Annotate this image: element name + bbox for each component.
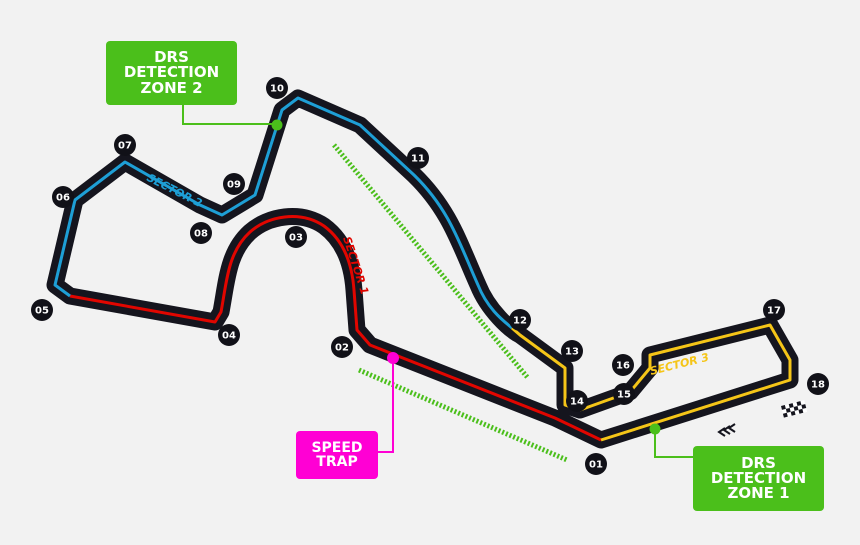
drs-1-line-3: ZONE 1 (727, 484, 790, 503)
svg-text:15: 15 (617, 390, 631, 401)
corner-marker-01: 01 (585, 453, 607, 475)
speed-trap-connector (378, 358, 394, 453)
svg-text:11: 11 (411, 154, 425, 165)
drs-1-line-2: DETECTION (710, 468, 807, 487)
drs-1-connector (654, 430, 693, 458)
corner-marker-11: 11 (407, 147, 429, 169)
speed-trap-line-2: TRAP (316, 454, 358, 470)
drs-dotted-zone-main (332, 143, 530, 380)
corner-marker-03: 03 (285, 226, 307, 248)
corner-marker-07: 07 (114, 134, 136, 156)
svg-text:04: 04 (222, 331, 236, 342)
corner-marker-15: 15 (613, 383, 635, 405)
direction-chevrons-icon (717, 423, 736, 437)
svg-text:18: 18 (811, 380, 825, 391)
svg-text:02: 02 (335, 343, 349, 354)
svg-text:08: 08 (194, 229, 208, 240)
corner-marker-16: 16 (612, 354, 634, 376)
corner-markers: 01 02 03 04 05 06 07 08 09 10 11 12 13 1… (31, 77, 829, 475)
drs-2-line-1: DRS (154, 48, 189, 67)
svg-text:05: 05 (35, 306, 49, 317)
corner-marker-06: 06 (52, 186, 74, 208)
speed-trap-line-1: SPEED (311, 439, 363, 456)
svg-text:01: 01 (589, 460, 603, 471)
svg-text:10: 10 (270, 84, 284, 95)
drs-1-detection-point (649, 423, 661, 435)
svg-text:03: 03 (289, 233, 303, 244)
svg-text:09: 09 (227, 180, 241, 191)
speed-trap-label: SPEED TRAP (296, 431, 378, 479)
corner-marker-18: 18 (807, 373, 829, 395)
svg-text:14: 14 (570, 397, 584, 408)
drs-detection-zone-2-label: DRS DETECTION ZONE 2 (106, 41, 237, 105)
sector-2-line (53, 96, 513, 330)
corner-marker-12: 12 (509, 309, 531, 331)
sector-1-line (69, 215, 602, 442)
corner-marker-10: 10 (266, 77, 288, 99)
svg-text:07: 07 (118, 141, 132, 152)
svg-text:12: 12 (513, 316, 527, 327)
drs-1-line-1: DRS (741, 453, 776, 472)
corner-marker-17: 17 (763, 299, 785, 321)
svg-text:06: 06 (56, 193, 70, 204)
speed-trap-point (387, 352, 399, 364)
drs-2-detection-point (271, 119, 283, 131)
sector-3-line (511, 323, 792, 442)
corner-marker-05: 05 (31, 299, 53, 321)
corner-marker-04: 04 (218, 324, 240, 346)
svg-text:17: 17 (767, 306, 781, 317)
drs-2-line-3: ZONE 2 (140, 78, 203, 97)
sector-2-label: SECTOR 2 (145, 171, 205, 210)
drs-detection-zone-1-label: DRS DETECTION ZONE 1 (693, 446, 824, 511)
drs-2-line-2: DETECTION (123, 63, 220, 82)
svg-text:16: 16 (616, 361, 630, 372)
corner-marker-13: 13 (561, 340, 583, 362)
drs-2-connector (182, 105, 277, 125)
corner-marker-02: 02 (331, 336, 353, 358)
corner-marker-09: 09 (223, 173, 245, 195)
corner-marker-08: 08 (190, 222, 212, 244)
corner-marker-14: 14 (566, 390, 588, 412)
checkered-flag-icon (781, 400, 808, 418)
svg-text:13: 13 (565, 347, 579, 358)
